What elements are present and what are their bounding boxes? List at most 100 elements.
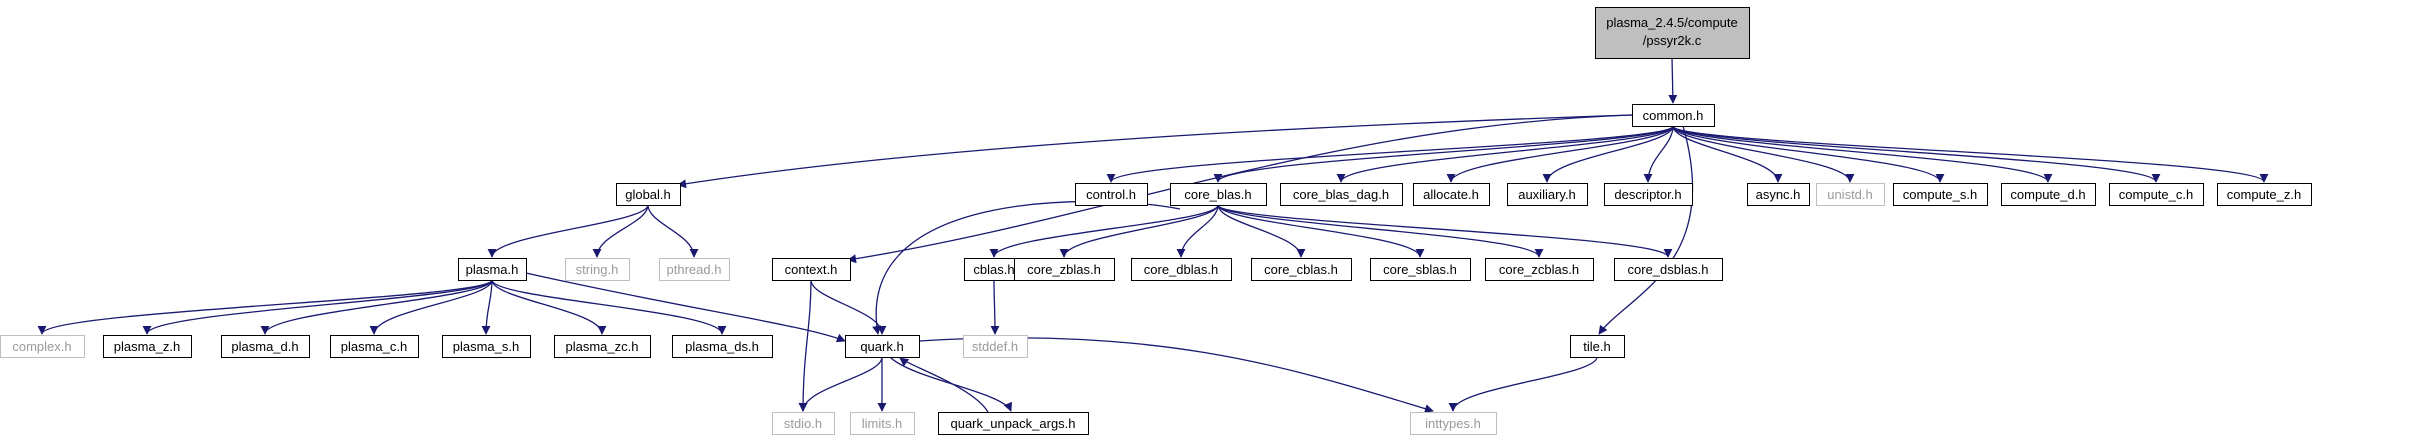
node-box bbox=[616, 183, 681, 206]
node-quark_unpack[interactable]: quark_unpack_args.h bbox=[938, 412, 1089, 435]
node-plasma_zc[interactable]: plasma_zc.h bbox=[554, 335, 651, 358]
node-control[interactable]: control.h bbox=[1075, 183, 1148, 206]
node-complex: complex.h bbox=[0, 335, 85, 358]
node-limits: limits.h bbox=[850, 412, 915, 435]
node-plasma_ds[interactable]: plasma_ds.h bbox=[672, 335, 773, 358]
node-box bbox=[1014, 258, 1115, 281]
node-core_cblas[interactable]: core_cblas.h bbox=[1251, 258, 1352, 281]
node-label: plasma.h bbox=[466, 262, 519, 277]
node-label: core_zcblas.h bbox=[1499, 262, 1579, 277]
node-label: async.h bbox=[1756, 187, 1801, 202]
node-compute_d[interactable]: compute_d.h bbox=[2001, 183, 2096, 206]
edge-global-to-plasma bbox=[487, 204, 649, 258]
node-box bbox=[1816, 183, 1885, 206]
node-box bbox=[672, 335, 773, 358]
edge-common-to-auxiliary bbox=[1542, 125, 1674, 183]
node-box bbox=[1595, 7, 1750, 59]
edge-common-to-tile bbox=[1598, 125, 1694, 335]
node-box bbox=[845, 335, 920, 358]
node-box bbox=[1280, 183, 1403, 206]
node-plasma_c[interactable]: plasma_c.h bbox=[330, 335, 419, 358]
nodes-layer: plasma_2.4.5/compute/pssyr2k.c common.h gl… bbox=[0, 7, 2312, 435]
node-label: descriptor.h bbox=[1614, 187, 1681, 202]
edge-common-to-compute_d bbox=[1672, 125, 2053, 183]
node-allocate[interactable]: allocate.h bbox=[1413, 183, 1490, 206]
node-context[interactable]: context.h bbox=[772, 258, 851, 281]
node-box bbox=[963, 335, 1028, 358]
node-label: core_blas.h bbox=[1184, 187, 1251, 202]
node-box bbox=[772, 258, 851, 281]
node-label: plasma_zc.h bbox=[566, 339, 639, 354]
node-label: auxiliary.h bbox=[1518, 187, 1576, 202]
node-box bbox=[2217, 183, 2312, 206]
node-label: core_dblas.h bbox=[1144, 262, 1218, 277]
node-compute_s[interactable]: compute_s.h bbox=[1893, 183, 1988, 206]
node-async[interactable]: async.h bbox=[1747, 183, 1810, 206]
node-label: core_zblas.h bbox=[1027, 262, 1101, 277]
node-label: common.h bbox=[1643, 108, 1704, 123]
node-box bbox=[2001, 183, 2096, 206]
edge-quark_unpack-to-quark bbox=[899, 357, 989, 413]
node-box bbox=[1507, 183, 1588, 206]
edge-common-to-core_blas_dag bbox=[1336, 125, 1674, 183]
node-unistd: unistd.h bbox=[1816, 183, 1885, 206]
edge-plasma-to-complex bbox=[37, 279, 493, 335]
node-plasma[interactable]: plasma.h bbox=[458, 258, 527, 281]
node-core_zcblas[interactable]: core_zcblas.h bbox=[1485, 258, 1594, 281]
node-compute_c[interactable]: compute_c.h bbox=[2109, 183, 2204, 206]
node-global[interactable]: global.h bbox=[616, 183, 681, 206]
node-plasma_d[interactable]: plasma_d.h bbox=[221, 335, 310, 358]
edge-plasma-to-plasma_zc bbox=[491, 279, 607, 335]
node-label: global.h bbox=[625, 187, 671, 202]
node-plasma_z[interactable]: plasma_z.h bbox=[103, 335, 192, 358]
node-auxiliary[interactable]: auxiliary.h bbox=[1507, 183, 1588, 206]
node-box bbox=[1604, 183, 1693, 206]
node-core_dsblas[interactable]: core_dsblas.h bbox=[1614, 258, 1723, 281]
edges-layer bbox=[37, 57, 2269, 413]
node-box bbox=[1131, 258, 1232, 281]
edge-core_blas-to-core_zcblas bbox=[1217, 204, 1544, 258]
node-descriptor[interactable]: descriptor.h bbox=[1604, 183, 1693, 206]
edge-plasma-to-plasma_ds bbox=[491, 279, 727, 335]
node-core_dblas[interactable]: core_dblas.h bbox=[1131, 258, 1232, 281]
node-common[interactable]: common.h bbox=[1632, 104, 1715, 127]
node-box bbox=[850, 412, 915, 435]
edge-quark-to-quark_unpack bbox=[889, 356, 1012, 412]
edge-common-to-compute_z bbox=[1672, 125, 2269, 183]
node-box bbox=[565, 258, 630, 281]
node-box bbox=[938, 412, 1089, 435]
node-box bbox=[103, 335, 192, 358]
node-core_zblas[interactable]: core_zblas.h bbox=[1014, 258, 1115, 281]
node-label: complex.h bbox=[12, 339, 71, 354]
node-compute_z[interactable]: compute_z.h bbox=[2217, 183, 2312, 206]
node-root: plasma_2.4.5/compute/pssyr2k.c bbox=[1595, 7, 1750, 59]
edge-root-to-common bbox=[1668, 57, 1678, 104]
node-cblas[interactable]: cblas.h bbox=[964, 258, 1025, 281]
edge-common-to-global bbox=[677, 114, 1633, 189]
node-label: quark_unpack_args.h bbox=[950, 416, 1075, 431]
node-box bbox=[1413, 183, 1490, 206]
node-label: plasma_d.h bbox=[231, 339, 298, 354]
node-box bbox=[1370, 258, 1471, 281]
node-core_blas_dag[interactable]: core_blas_dag.h bbox=[1280, 183, 1403, 206]
node-inttypes: inttypes.h bbox=[1410, 412, 1497, 435]
edge-plasma-to-plasma_z bbox=[142, 279, 493, 335]
node-box bbox=[1485, 258, 1594, 281]
edge-common-to-unistd bbox=[1672, 125, 1855, 183]
edge-plasma-to-plasma_s bbox=[481, 279, 493, 335]
node-label: context.h bbox=[785, 262, 838, 277]
edge-common-to-compute_s bbox=[1672, 125, 1945, 183]
node-label: stddef.h bbox=[972, 339, 1018, 354]
node-quark[interactable]: quark.h bbox=[845, 335, 920, 358]
node-core_blas[interactable]: core_blas.h bbox=[1170, 183, 1267, 206]
node-label: plasma_c.h bbox=[341, 339, 407, 354]
node-box bbox=[221, 335, 310, 358]
node-pthread: pthread.h bbox=[659, 258, 730, 281]
node-label: core_cblas.h bbox=[1264, 262, 1338, 277]
node-tile[interactable]: tile.h bbox=[1570, 335, 1625, 358]
node-plasma_s[interactable]: plasma_s.h bbox=[442, 335, 531, 358]
edge-tile-to-inttypes bbox=[1448, 356, 1598, 412]
node-label: compute_d.h bbox=[2010, 187, 2085, 202]
edge-core_blas-to-core_zblas bbox=[1059, 204, 1219, 258]
node-core_sblas[interactable]: core_sblas.h bbox=[1370, 258, 1471, 281]
